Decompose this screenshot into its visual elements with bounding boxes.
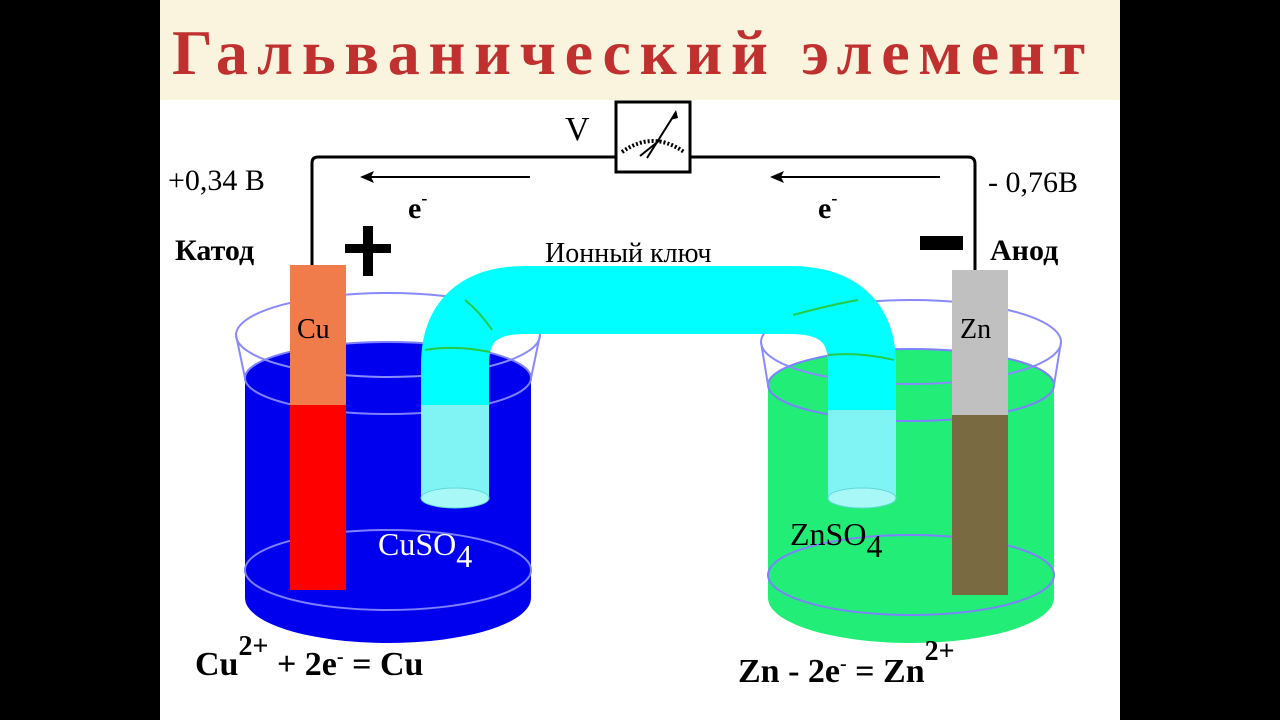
electron-arrow-left [360,171,530,183]
voltmeter-label: V [565,111,590,148]
cuso4-label: CuSO4 [378,526,472,574]
electron-label-right: e- [818,188,837,225]
minus-sign-icon [920,236,963,250]
title-band [160,0,1120,100]
electron-label-left: e- [408,188,427,225]
salt-bridge-label: Ионный ключ [545,238,712,269]
voltmeter-icon [614,100,692,174]
electron-arrow-right [770,171,940,183]
anode-potential: - 0,76В [988,166,1078,199]
cathode-potential: +0,34 В [168,164,265,197]
cathode-label: Катод [175,234,254,267]
plus-sign-icon [345,226,391,276]
cathode-equation: Cu2+ + 2e- = Cu [195,631,423,683]
anode-label: Анод [990,234,1058,267]
zinc-electrode [952,270,1008,595]
salt-bridge-tube [420,266,897,509]
anode-equation: Zn - 2e- = Zn2+ [738,636,955,690]
zinc-electrode-label: Zn [960,314,991,345]
slide-title: Гальванический элемент [172,17,1085,88]
copper-electrode-label: Cu [297,314,330,345]
external-wire [310,155,977,272]
znso4-label: ZnSO4 [790,516,882,564]
copper-electrode [290,265,346,590]
